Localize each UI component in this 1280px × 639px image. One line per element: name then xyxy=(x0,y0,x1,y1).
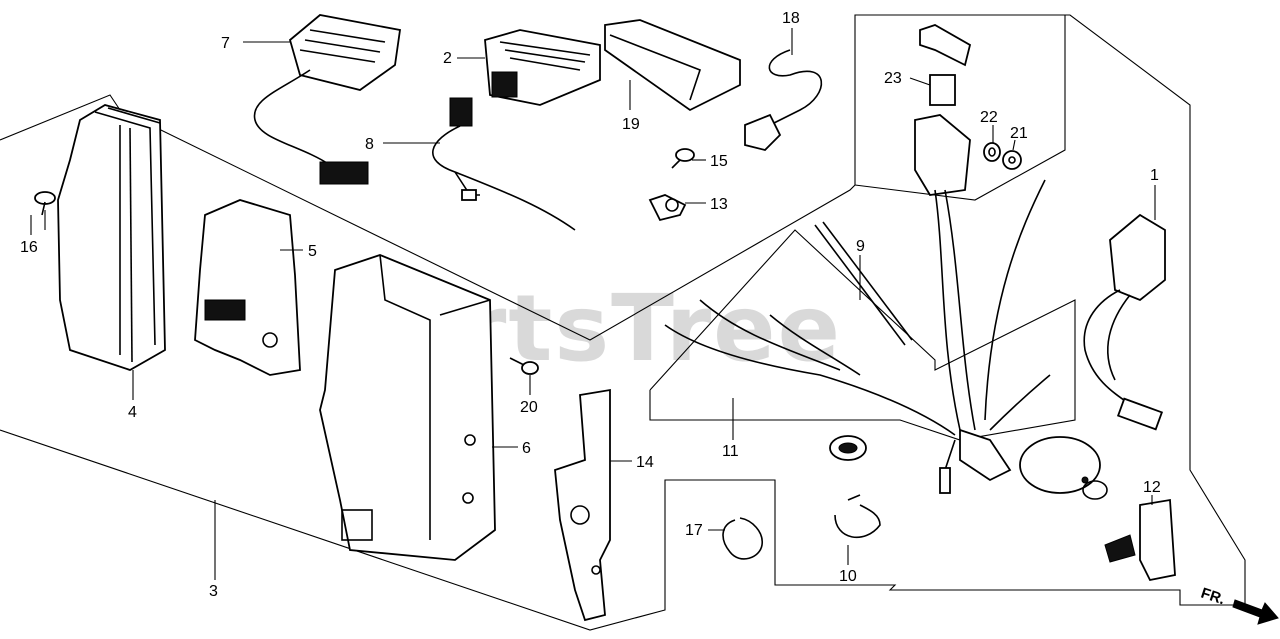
callout-2[interactable]: 2 xyxy=(443,50,452,67)
callout-11[interactable]: 11 xyxy=(722,443,739,460)
callout-15[interactable]: 15 xyxy=(710,153,728,170)
bolt-part-16[interactable] xyxy=(34,191,56,230)
plate-part-14[interactable] xyxy=(554,388,611,622)
front-label: FR. xyxy=(1199,585,1227,609)
grommet xyxy=(829,435,867,461)
callout-23[interactable]: 23 xyxy=(884,70,902,87)
band-part-18[interactable] xyxy=(744,49,823,151)
front-direction-indicator: FR. xyxy=(1199,585,1279,625)
callout-9[interactable]: 9 xyxy=(856,238,865,255)
clip-part-17[interactable] xyxy=(722,517,763,560)
callout-8[interactable]: 8 xyxy=(365,136,374,153)
pad-part-19[interactable] xyxy=(604,19,741,112)
terminal-part-12[interactable] xyxy=(1104,498,1176,582)
bracket-part-5[interactable] xyxy=(194,199,301,376)
callout-4[interactable]: 4 xyxy=(128,404,137,421)
sub-harness-part-8[interactable] xyxy=(432,97,576,231)
nut-part-21[interactable] xyxy=(1002,150,1022,170)
callout-10[interactable]: 10 xyxy=(839,568,857,585)
front-arrow-icon xyxy=(1232,599,1279,625)
callout-19[interactable]: 19 xyxy=(622,116,640,133)
callout-12[interactable]: 12 xyxy=(1143,479,1161,496)
control-box-part-6[interactable] xyxy=(319,254,496,561)
leader-lines xyxy=(30,28,1156,580)
screw-part-15[interactable] xyxy=(671,148,695,169)
cover-part-4[interactable] xyxy=(57,104,166,371)
main-harness-part-11[interactable] xyxy=(664,179,1051,494)
callout-22[interactable]: 22 xyxy=(980,109,998,126)
callout-13[interactable]: 13 xyxy=(710,196,728,213)
clamp-part-10[interactable] xyxy=(834,494,881,539)
callout-20[interactable]: 20 xyxy=(520,399,538,416)
callout-17[interactable]: 17 xyxy=(685,522,703,539)
callout-21[interactable]: 21 xyxy=(1010,125,1028,142)
solenoid xyxy=(1019,436,1108,500)
group-frame-left xyxy=(0,14,1246,631)
callouts: 7 2 8 18 19 23 22 21 15 13 1 16 5 9 4 20… xyxy=(20,10,1161,600)
callout-1[interactable]: 1 xyxy=(1150,167,1159,184)
switch-part-1[interactable] xyxy=(1083,213,1166,431)
callout-3[interactable]: 3 xyxy=(209,583,218,600)
washer-part-22[interactable] xyxy=(983,142,1001,162)
rectifier-part-7[interactable] xyxy=(253,14,402,185)
callout-5[interactable]: 5 xyxy=(308,243,317,260)
fuse-part-23[interactable] xyxy=(914,24,972,196)
group-frame-harness xyxy=(649,229,1076,441)
callout-16[interactable]: 16 xyxy=(20,239,38,256)
callout-7[interactable]: 7 xyxy=(221,35,230,52)
clip-part-13[interactable] xyxy=(648,194,687,222)
callout-6[interactable]: 6 xyxy=(522,440,531,457)
callout-14[interactable]: 14 xyxy=(636,454,654,471)
screw-part-20[interactable] xyxy=(509,357,539,375)
callout-18[interactable]: 18 xyxy=(782,10,800,27)
regulator-part-2[interactable] xyxy=(484,29,601,106)
